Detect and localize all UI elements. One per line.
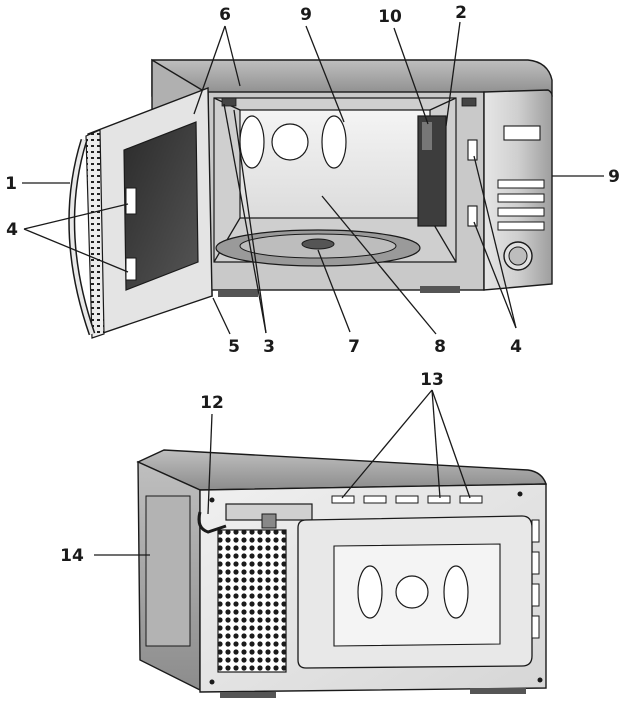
control-button-4 — [497, 221, 545, 231]
waveguide-cover-detail — [422, 122, 432, 150]
control-knob-center — [508, 246, 528, 266]
cavity-vent-right — [321, 115, 347, 169]
cavity-vent-round — [271, 123, 309, 161]
door-hinge-top — [221, 97, 237, 107]
callout-4-right: 4 — [510, 337, 522, 357]
right-slot-2 — [531, 551, 540, 575]
callout-10: 10 — [378, 7, 402, 27]
foot-front-left — [218, 290, 258, 297]
rear-view-microwave — [136, 449, 547, 698]
callout-8: 8 — [434, 337, 446, 357]
control-button-3 — [497, 207, 545, 217]
callout-3: 3 — [263, 337, 275, 357]
right-slot-4 — [531, 615, 540, 639]
power-cord — [197, 511, 227, 534]
control-button-2 — [497, 193, 545, 203]
rear-vent-slot-4 — [427, 495, 451, 504]
door-window — [123, 121, 199, 291]
cord-clip — [261, 513, 277, 529]
callout-4-left: 4 — [6, 220, 18, 240]
rear-foot-right — [470, 688, 526, 694]
display-window — [503, 125, 541, 141]
latch-slot-upper — [467, 139, 478, 161]
screw-4 — [537, 677, 543, 683]
door-latch-hook-lower — [125, 257, 137, 281]
callout-2: 2 — [455, 3, 467, 23]
callout-7: 7 — [348, 337, 360, 357]
rear-vent-slot-2 — [363, 495, 387, 504]
callout-5: 5 — [228, 337, 240, 357]
door-handle — [69, 139, 94, 335]
front-view-microwave — [68, 58, 553, 339]
callout-9-top: 9 — [300, 5, 312, 25]
door-choke-seal — [85, 129, 105, 339]
screw-2 — [517, 491, 523, 497]
cavity-vent-left — [239, 115, 265, 169]
rear-casing-top — [136, 449, 547, 491]
rear-foot-left — [220, 692, 276, 698]
latch-slot-lower — [467, 205, 478, 227]
foot-front-right — [420, 286, 460, 293]
safety-interlock-top — [461, 97, 477, 107]
callout-labels: 6 9 10 2 1 4 9 4 5 3 7 8 12 13 14 — [5, 3, 620, 566]
rear-vent-slot-3 — [395, 495, 419, 504]
callout-13: 13 — [420, 370, 444, 390]
rear-vent-round — [395, 575, 429, 609]
rear-vent-left — [357, 565, 383, 619]
screw-3 — [209, 679, 215, 685]
right-slot-1 — [531, 519, 540, 543]
door-latch-hook-upper — [125, 187, 137, 215]
callout-6: 6 — [219, 5, 231, 25]
rear-vent-grille — [217, 529, 287, 673]
rear-vent-slot-5 — [459, 495, 483, 504]
rear-vent-right — [443, 565, 469, 619]
callout-12: 12 — [200, 393, 224, 413]
screw-1 — [209, 497, 215, 503]
callout-1: 1 — [5, 174, 17, 194]
right-slot-3 — [531, 583, 540, 607]
leader-lines — [22, 21, 604, 556]
side-panel-recess — [145, 495, 191, 647]
casing-top — [151, 59, 553, 97]
callout-9-right: 9 — [608, 167, 620, 187]
turntable-coupler — [301, 238, 335, 250]
control-button-1 — [497, 179, 545, 189]
callout-14: 14 — [60, 546, 84, 566]
